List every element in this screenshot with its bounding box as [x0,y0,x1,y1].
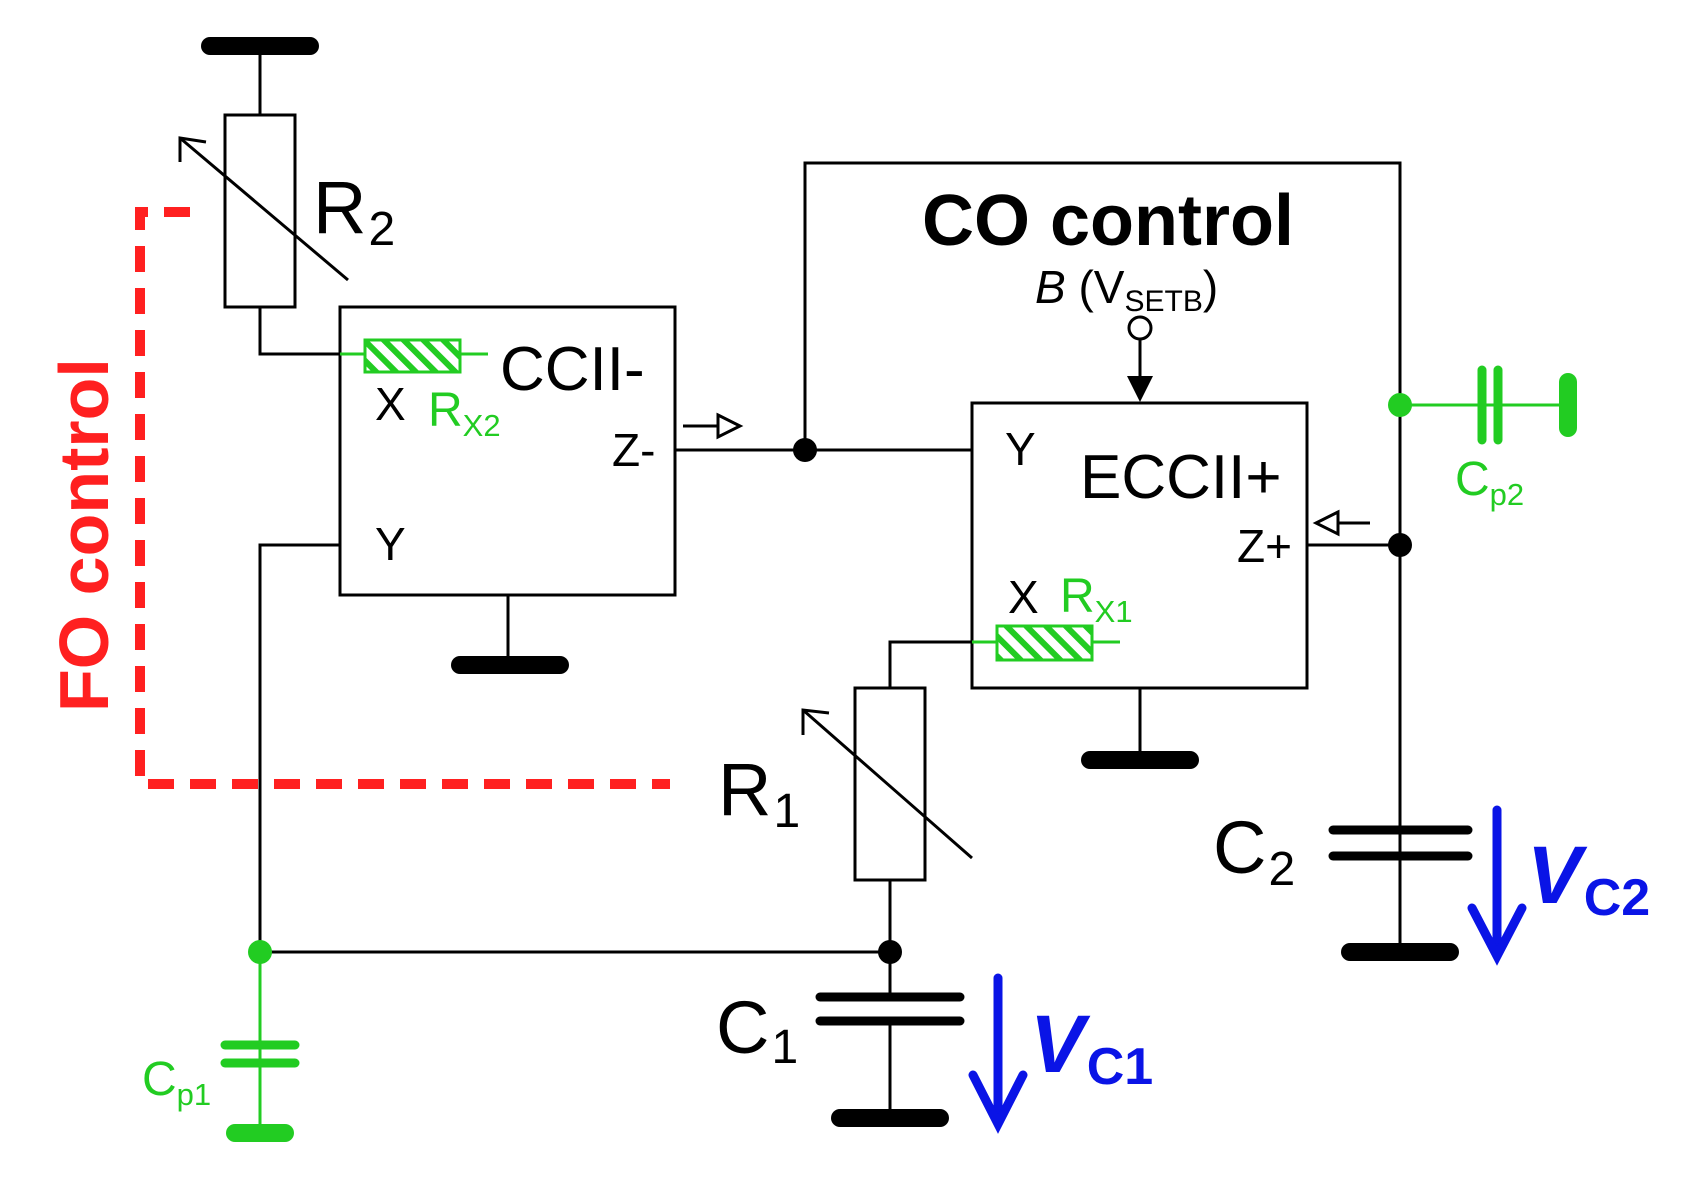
cp1-label: Cp1 [142,1053,211,1112]
capacitor-c1 [815,992,965,1026]
r1-label: R1 [718,748,800,838]
co-control-label: CO control [922,181,1294,261]
parasitic-rx1 [972,624,1120,662]
vc2-label: VC2 [1527,830,1650,927]
resistor-r2 [178,113,349,309]
b-vsetb-label: B (VSETB) [1035,261,1218,318]
parasitic-cp2 [1388,365,1577,445]
ground-symbols [201,37,1459,1127]
ccii-minus-title: CCII- [500,335,645,404]
ccii-minus-block [338,305,677,597]
junction-nodes [793,438,1412,964]
c1-label: C1 [716,986,798,1074]
ccii-x-label: X [375,378,406,430]
b-arrow [1127,376,1153,402]
parasitic-cp1 [220,940,300,1142]
parasitic-rx2 [340,338,488,374]
rx2-label: RX2 [428,384,501,443]
b-terminal [1127,315,1153,341]
rx1-label: RX1 [1060,570,1133,629]
z-minus-arrow [683,412,744,440]
fo-control-dashed-line [135,207,670,789]
eccii-x-label: X [1008,571,1039,623]
eccii-plus-title: ECCII+ [1080,443,1282,512]
fo-control-label: FO control [45,358,123,712]
eccii-plus-block [970,401,1309,690]
cp2-label: Cp2 [1455,453,1524,512]
c2-label: C2 [1213,806,1295,896]
voltage-arrow-vc2 [1467,805,1527,966]
resistor-r1 [801,686,973,882]
eccii-y-label: Y [1005,423,1036,475]
capacitor-c2 [1328,825,1473,861]
ccii-z-label: Z- [612,424,655,476]
voltage-arrow-vc1 [968,973,1028,1134]
wires [258,46,1402,1118]
r2-label: R2 [313,166,395,256]
eccii-z-label: Z+ [1237,520,1292,572]
z-plus-arrow [1312,509,1370,537]
vc1-label: VC1 [1030,999,1153,1096]
ccii-y-label: Y [375,518,406,570]
